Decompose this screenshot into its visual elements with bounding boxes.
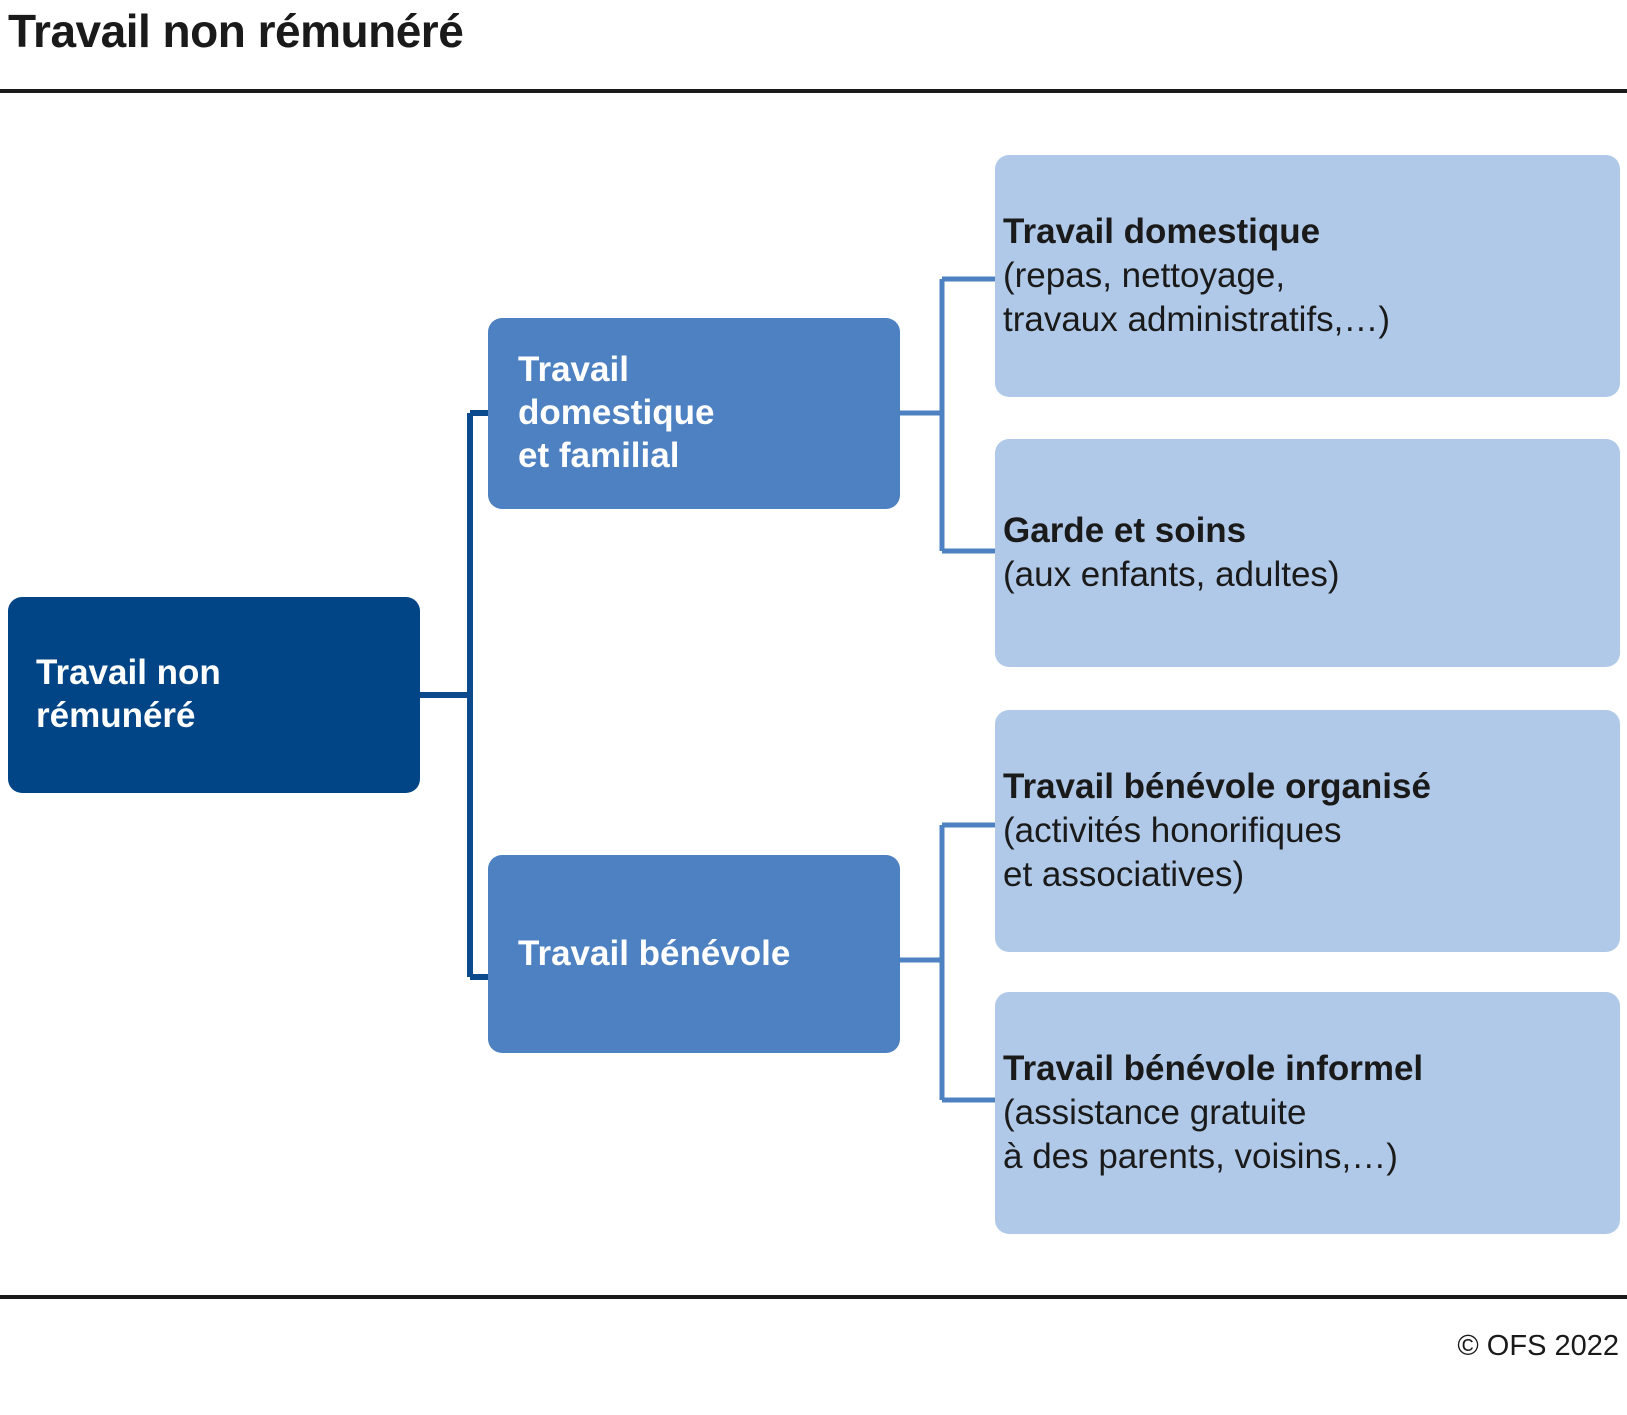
footer-divider (0, 1295, 1627, 1299)
connector-lines (418, 276, 996, 1103)
leaf-3-title: Travail bénévole organisé (1003, 766, 1431, 806)
leaf-1-sub-1: (repas, nettoyage, (1003, 255, 1286, 295)
node-branch-a-line-1: Travail (518, 350, 629, 390)
leaf-2-sub-1: (aux enfants, adultes) (1003, 555, 1340, 594)
leaf-4-title: Travail bénévole informel (1003, 1048, 1424, 1088)
node-root-line-1: Travail non (36, 653, 221, 693)
node-branch-a-line-2: domestique (518, 393, 715, 433)
leaf-2-title: Garde et soins (1003, 510, 1247, 550)
leaf-4-sub-1: (assistance gratuite (1003, 1092, 1307, 1132)
root-connector-group (418, 410, 490, 980)
diagram-canvas: Travail non rémunéré Travail domestique … (0, 95, 1627, 1290)
branch-b-connector-group (900, 822, 996, 1103)
node-garde-et-soins[interactable]: Garde et soins (aux enfants, adultes) (995, 439, 1620, 667)
node-root-line-2: rémunéré (36, 696, 196, 735)
node-branch-a-line-3: et familial (518, 435, 680, 475)
node-travail-domestique-et-familial[interactable]: Travail domestique et familial (488, 318, 900, 509)
node-travail-benevole-organise[interactable]: Travail bénévole organisé (activités hon… (995, 710, 1620, 952)
page-title: Travail non rémunéré (8, 5, 464, 57)
copyright-notice: © OFS 2022 (1457, 1330, 1619, 1362)
node-travail-benevole-informel[interactable]: Travail bénévole informel (assistance gr… (995, 992, 1620, 1234)
node-travail-non-remunere[interactable]: Travail non rémunéré (8, 597, 420, 793)
branch-a-connector-group (900, 276, 996, 554)
node-travail-domestique[interactable]: Travail domestique (repas, nettoyage, tr… (995, 155, 1620, 397)
title-divider (0, 89, 1627, 93)
leaf-3-sub-1: (activités honorifiques (1003, 810, 1342, 850)
leaf-1-sub-2: travaux administratifs,…) (1003, 300, 1391, 340)
node-travail-benevole[interactable]: Travail bénévole (488, 855, 900, 1053)
leaf-3-sub-2: et associatives) (1003, 855, 1245, 895)
leaf-1-title: Travail domestique (1003, 211, 1321, 251)
leaf-4-sub-2: à des parents, voisins,…) (1003, 1137, 1398, 1177)
node-branch-b-line-1: Travail bénévole (518, 933, 791, 973)
